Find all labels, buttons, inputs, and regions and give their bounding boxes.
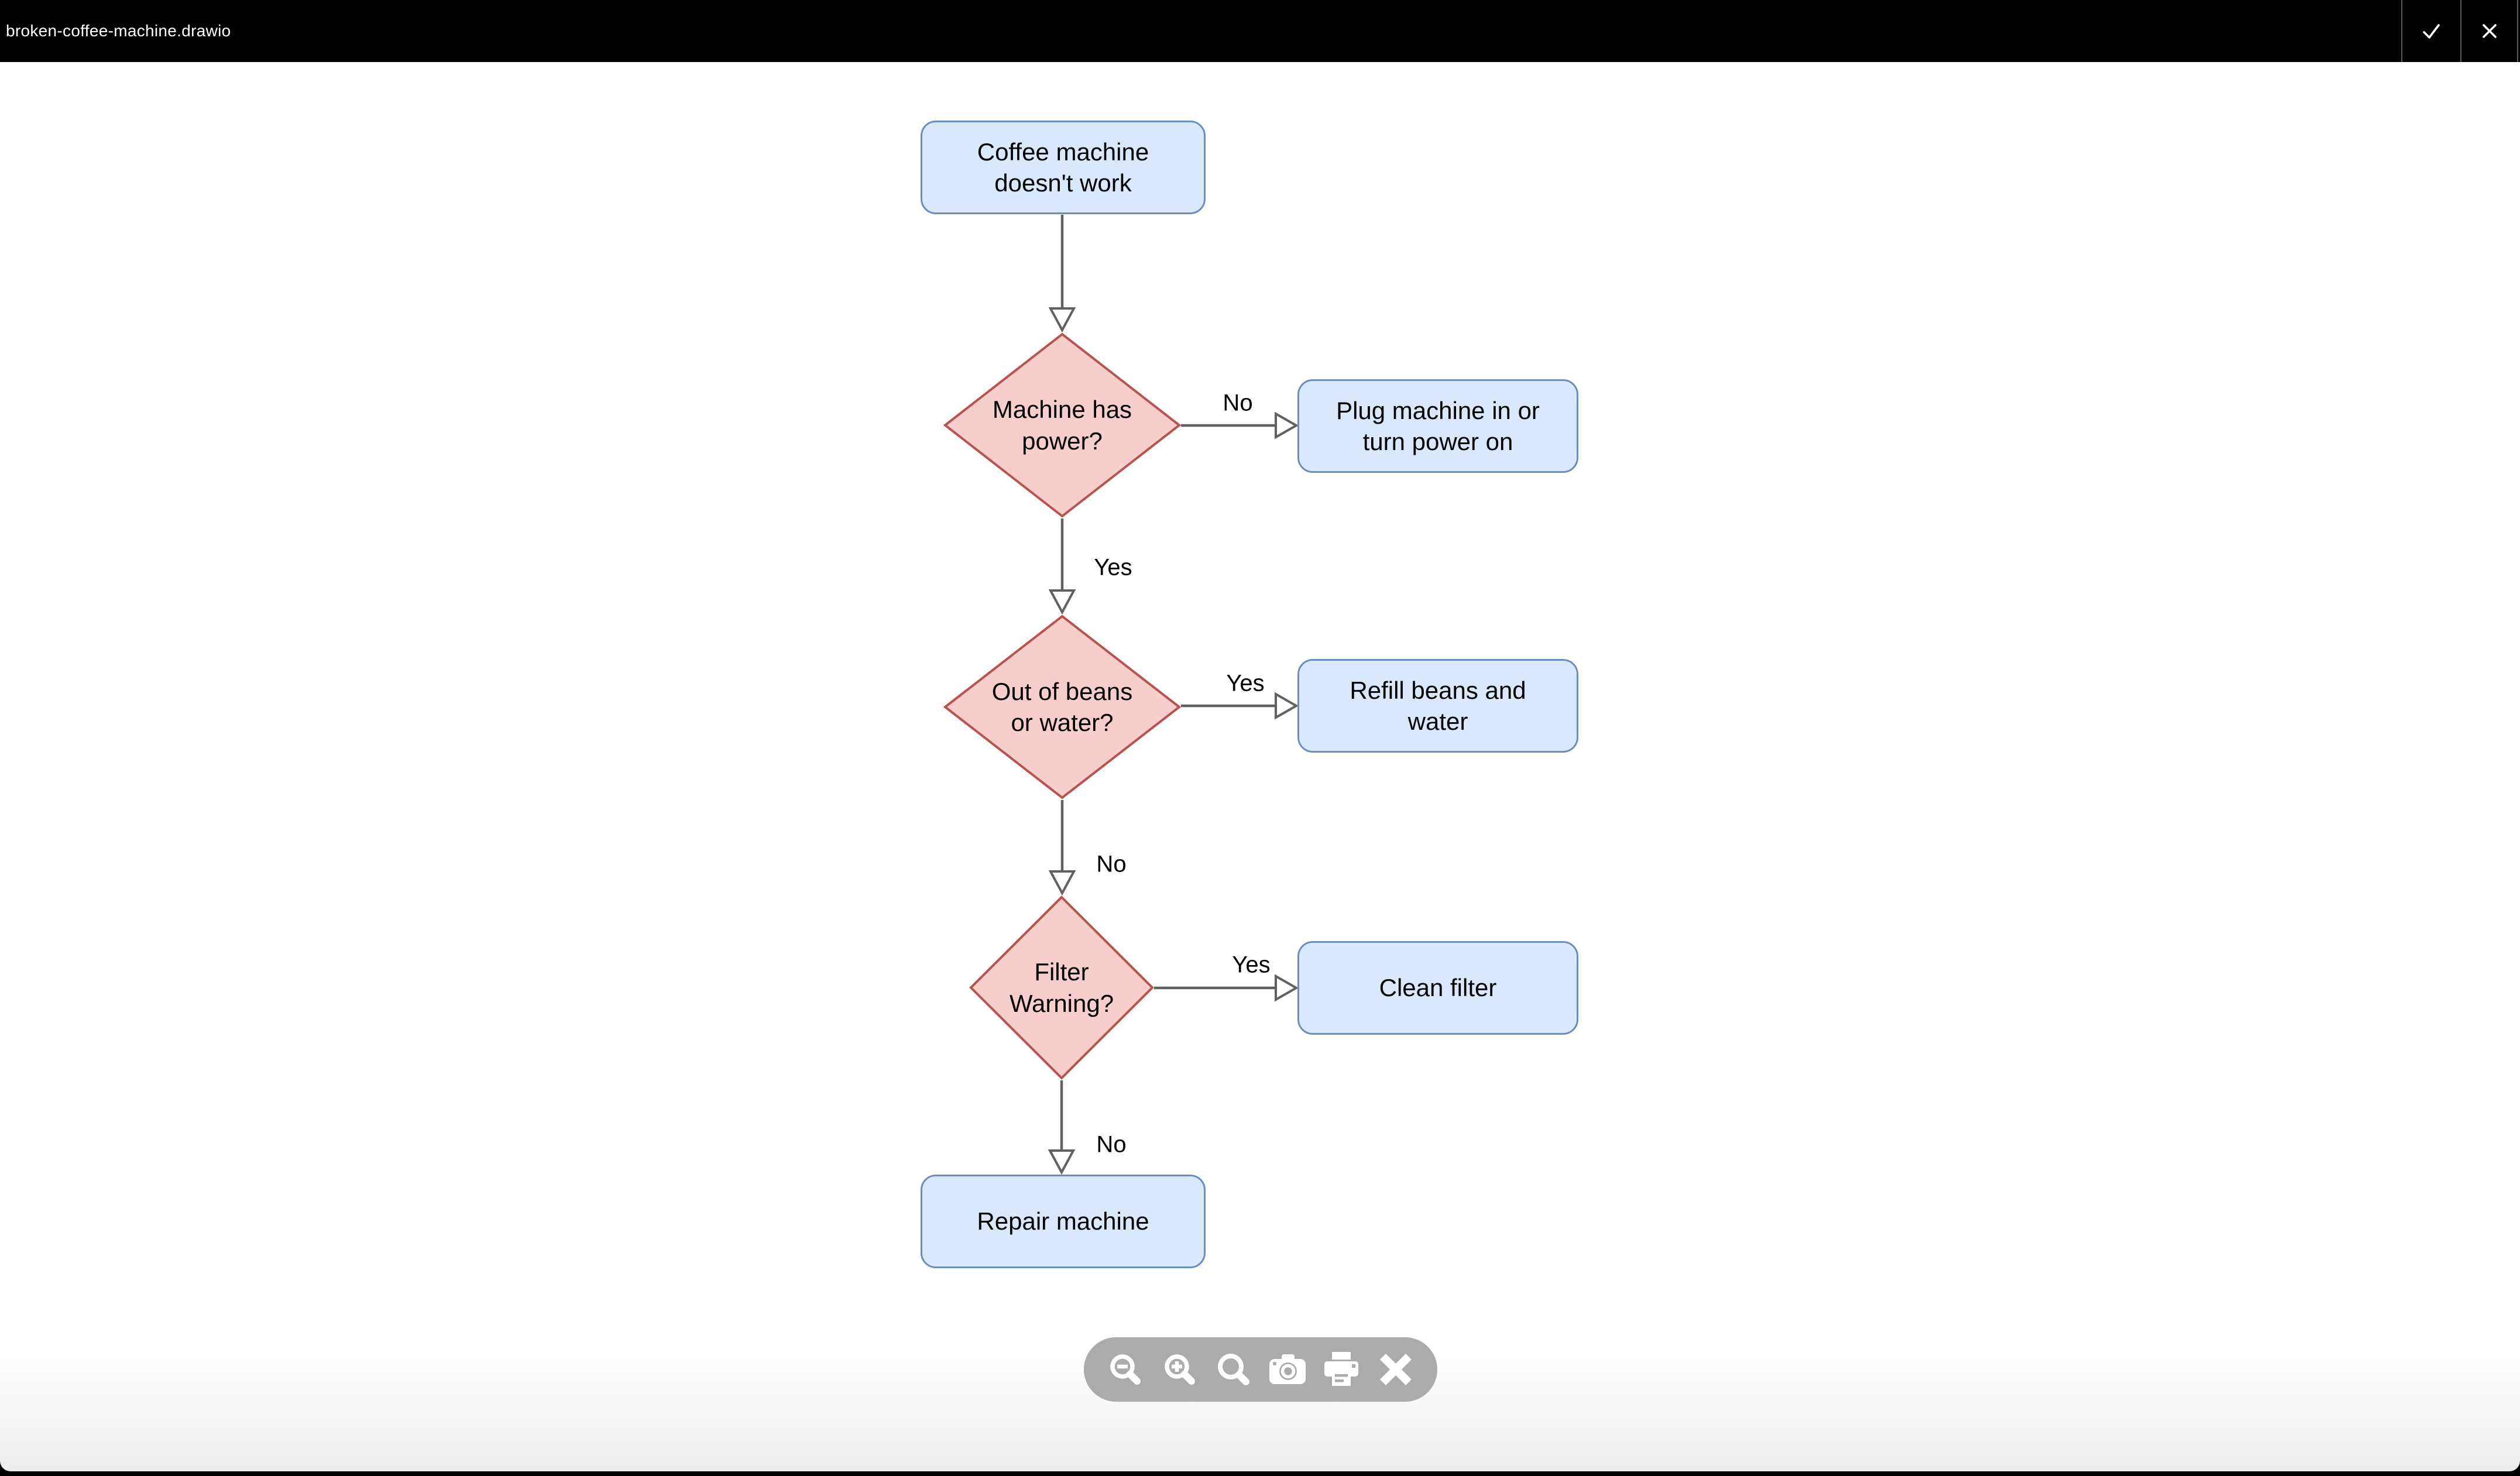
diamond-shape: [969, 895, 1154, 1080]
node-start-label: Coffee machine doesn't work: [977, 138, 1149, 197]
print-button[interactable]: [1319, 1347, 1364, 1392]
decision-machine-has-power: Machine has power?: [943, 332, 1181, 518]
confirm-button[interactable]: [2401, 0, 2459, 62]
zoom-in-icon: [1164, 1354, 1195, 1385]
magnifier-icon: [1217, 1354, 1249, 1385]
close-toolbar-button[interactable]: [1373, 1347, 1419, 1392]
check-icon: [2422, 24, 2440, 39]
printer-icon: [1324, 1352, 1359, 1386]
node-plug-label: Plug machine in or turn power on: [1336, 396, 1540, 455]
window-title: broken-coffee-machine.drawio: [6, 22, 231, 40]
node-refill-label: Refill beans and water: [1350, 676, 1526, 735]
decision-filter-warning: Filter Warning?: [969, 895, 1154, 1080]
node-repair-machine: Repair machine: [921, 1175, 1206, 1268]
node-clean-label: Clean filter: [1379, 974, 1497, 1002]
close-icon: [2482, 24, 2497, 38]
diamond-shape: [943, 615, 1181, 799]
zoom-out-icon: [1110, 1354, 1141, 1385]
edge-label-beans-yes: Yes: [1223, 670, 1268, 697]
window-close-button[interactable]: [2460, 0, 2518, 62]
edge-label-beans-no: No: [1093, 851, 1130, 878]
diagram-canvas: [0, 62, 2520, 1471]
zoom-reset-button[interactable]: [1211, 1347, 1256, 1392]
node-refill-beans: Refill beans and water: [1297, 659, 1578, 753]
diamond-shape: [943, 332, 1181, 518]
edge-label-power-yes: Yes: [1090, 554, 1136, 581]
node-plug-machine-in: Plug machine in or turn power on: [1297, 379, 1578, 473]
close-x-icon: [1379, 1354, 1412, 1385]
node-start: Coffee machine doesn't work: [921, 121, 1206, 214]
edge-label-power-no: No: [1219, 390, 1256, 417]
edge-label-filter-no: No: [1093, 1131, 1130, 1158]
zoom-in-button[interactable]: [1157, 1347, 1203, 1392]
camera-button[interactable]: [1265, 1347, 1310, 1392]
decision-power-label: Machine has power?: [992, 396, 1132, 455]
node-repair-label: Repair machine: [977, 1207, 1149, 1235]
edge-label-filter-yes: Yes: [1228, 952, 1274, 979]
decision-filter-label: Filter Warning?: [1009, 958, 1114, 1017]
titlebar: broken-coffee-machine.drawio: [0, 0, 2520, 62]
zoom-toolbar: [1084, 1337, 1437, 1402]
zoom-out-button[interactable]: [1103, 1347, 1148, 1392]
camera-icon: [1269, 1354, 1306, 1384]
decision-beans-label: Out of beans or water?: [991, 677, 1133, 736]
node-clean-filter: Clean filter: [1297, 941, 1578, 1035]
decision-out-of-beans: Out of beans or water?: [943, 615, 1181, 799]
